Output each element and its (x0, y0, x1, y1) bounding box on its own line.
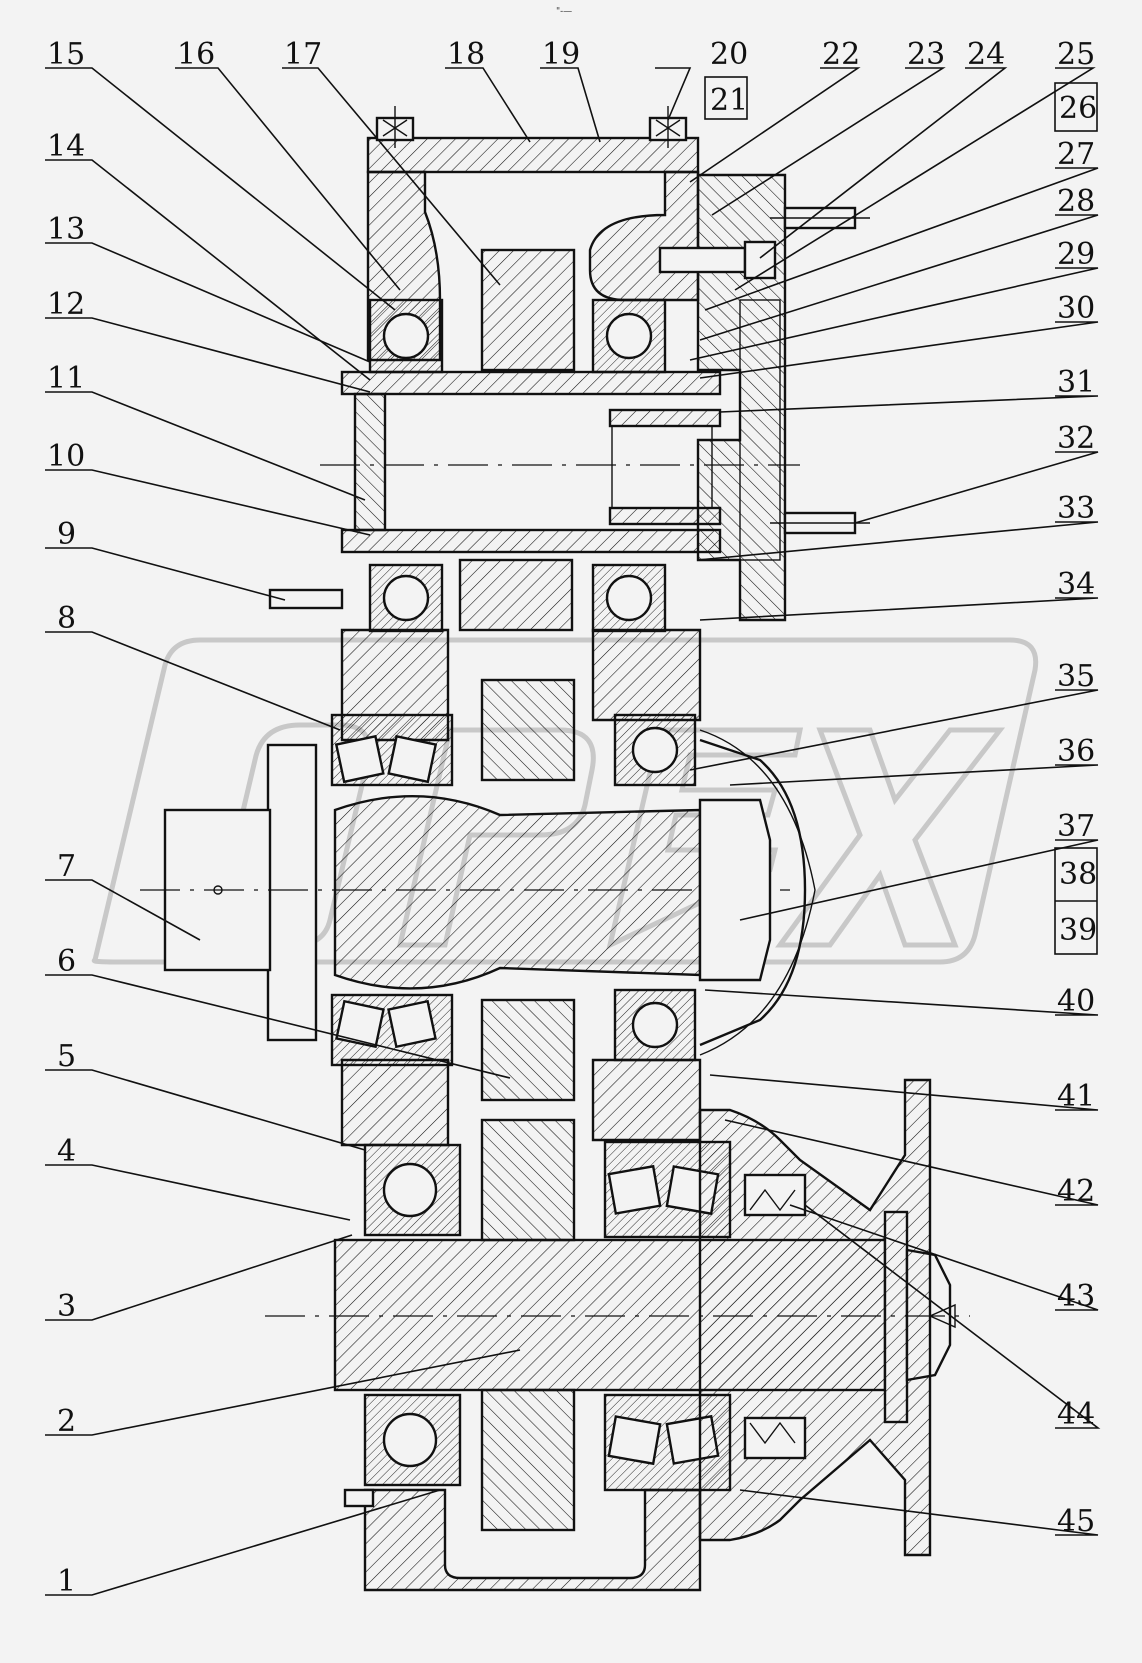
stud-24 (770, 206, 870, 230)
intermediate-gear-lower (480, 998, 576, 1102)
lower-housing (363, 1488, 702, 1592)
middle-right-bearing (591, 563, 667, 633)
callout-1: 1 (57, 1564, 76, 1599)
callout-17: 17 (284, 37, 322, 72)
upper-left-bearing (368, 298, 444, 374)
callout-43: 43 (1057, 1279, 1095, 1314)
callout-45: 45 (1057, 1504, 1095, 1539)
callouts: 15 16 17 18 19 20 14 13 12 11 10 9 8 7 6… (47, 37, 1098, 1599)
box-21 (704, 76, 748, 120)
callout-10: 10 (47, 439, 85, 474)
callout-28: 28 (1057, 184, 1095, 219)
callout-13: 13 (47, 212, 85, 247)
output-gear-upper (480, 1118, 576, 1242)
lower-left-snap-ring (343, 1488, 375, 1508)
right-ball-bearing-upper (613, 713, 697, 787)
left-taper-bearing-upper (330, 713, 454, 787)
end-cap (699, 738, 807, 1047)
callout-27: 27 (1057, 137, 1095, 172)
callout-34: 34 (1057, 567, 1095, 602)
middle-left-bearing (368, 563, 444, 633)
assembly-section (140, 106, 970, 1592)
callout-18: 18 (447, 37, 485, 72)
callout-9: 9 (57, 517, 76, 552)
callout-15: 15 (47, 37, 85, 72)
callout-11: 11 (47, 361, 85, 396)
callout-3: 3 (57, 1289, 76, 1324)
upper-right-bearing (591, 298, 667, 374)
callout-25: 25 (1057, 37, 1095, 72)
callout-22: 22 (822, 37, 860, 72)
upper-gear (480, 248, 576, 372)
left-taper-bearing-lower (330, 993, 454, 1067)
callout-42: 42 (1057, 1174, 1095, 1209)
oil-seals-lower (743, 1416, 807, 1460)
callout-5: 5 (57, 1039, 76, 1074)
bolt-25 (658, 240, 777, 280)
callout-16: 16 (177, 37, 215, 72)
callout-41: 41 (1057, 1079, 1095, 1114)
callout-23: 23 (907, 37, 945, 72)
stud-9 (268, 588, 344, 610)
callout-35: 35 (1057, 659, 1095, 694)
callout-44: 44 (1057, 1397, 1095, 1432)
right-ball-bearing-lower (613, 988, 697, 1062)
callout-8: 8 (57, 601, 76, 636)
callout-32: 32 (1057, 421, 1095, 456)
callout-2: 2 (57, 1404, 76, 1439)
callout-24: 24 (967, 37, 1005, 72)
cover-bolt-left (375, 106, 415, 148)
central-housing-right-lower (591, 1058, 702, 1142)
lower-left-bearing-upper (363, 1143, 462, 1237)
callout-19: 19 (542, 37, 580, 72)
callout-12: 12 (47, 287, 85, 322)
upper-hollow-shaft (320, 370, 800, 554)
central-housing-left-lower (340, 1058, 450, 1147)
callout-14: 14 (47, 129, 85, 164)
callout-29: 29 (1057, 237, 1095, 272)
callout-6: 6 (57, 944, 76, 979)
callout-40: 40 (1057, 984, 1095, 1019)
input-shaft (140, 743, 790, 1042)
callout-39: 39 (1059, 913, 1097, 948)
top-cover-plate (366, 136, 700, 174)
central-housing-right (591, 628, 702, 722)
callout-21: 21 (710, 83, 748, 118)
callout-33: 33 (1057, 491, 1095, 526)
stud-32 (770, 511, 870, 535)
callout-4: 4 (57, 1134, 76, 1169)
callout-31: 31 (1057, 365, 1095, 400)
callout-7: 7 (57, 849, 76, 884)
callout-30: 30 (1057, 291, 1095, 326)
callout-36: 36 (1057, 734, 1095, 769)
oil-seals-upper (743, 1173, 807, 1217)
callout-37: 37 (1057, 809, 1095, 844)
callout-20: 20 (710, 37, 748, 72)
leader-lines (45, 67, 1101, 1596)
lower-left-bearing-lower (363, 1393, 462, 1487)
top-mark: "-— (556, 7, 572, 17)
output-flange (698, 1078, 932, 1557)
intermediate-gear-upper (480, 678, 576, 782)
output-gear-lower (480, 1388, 576, 1532)
housing-upper-right-wall (588, 170, 700, 302)
callout-38: 38 (1059, 857, 1097, 892)
upper-shaft-gear-web (458, 558, 574, 632)
callout-26: 26 (1059, 91, 1097, 126)
box-26 (1054, 82, 1098, 132)
